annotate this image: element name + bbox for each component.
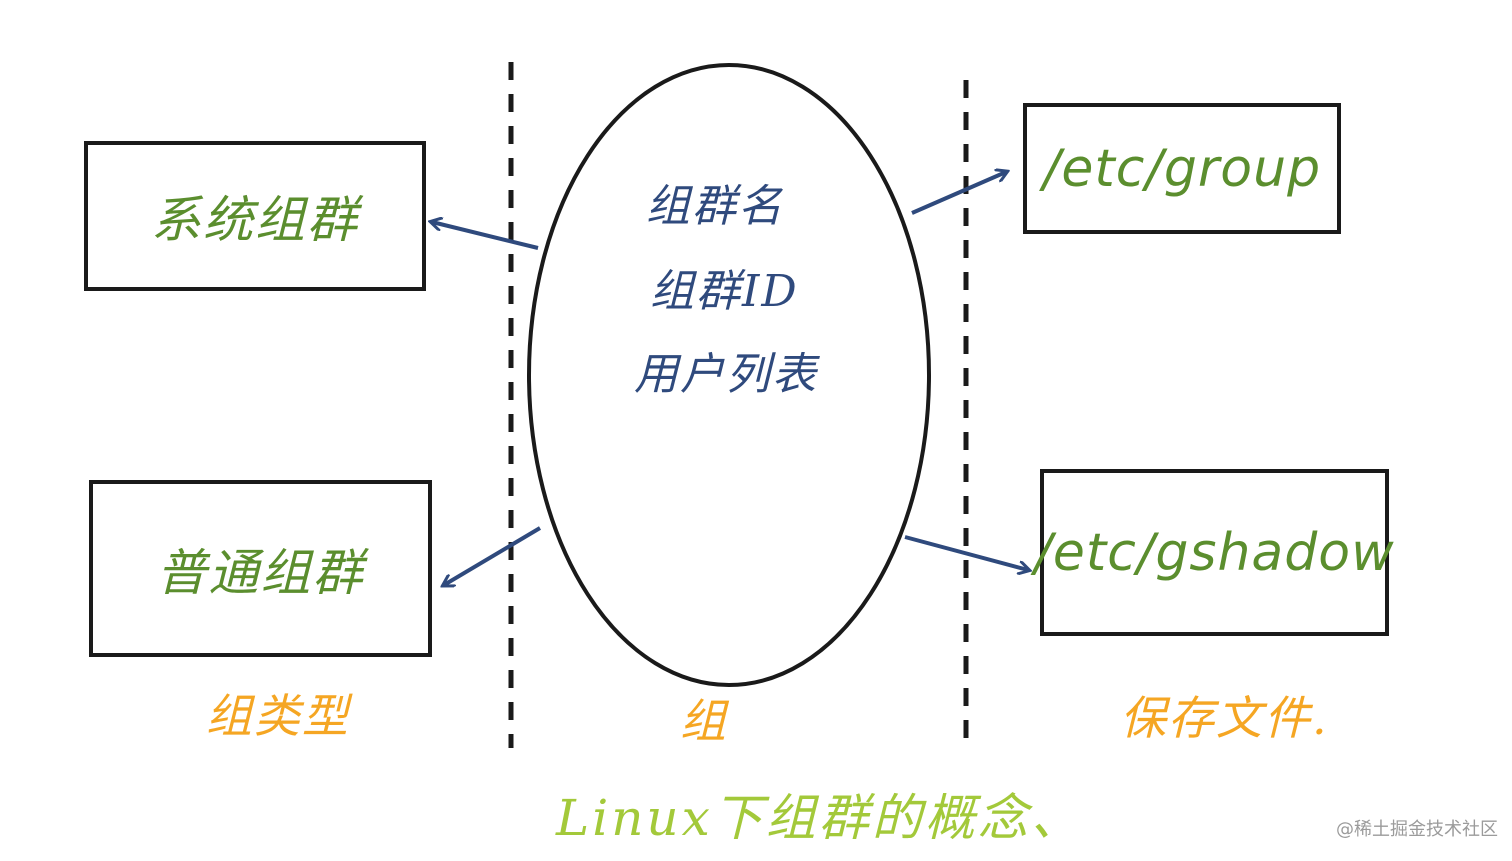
- arrow-to-etc-group: [911, 172, 1006, 215]
- system-group-box: 系统组群: [84, 141, 426, 291]
- etc-group-box: /etc/group: [1023, 103, 1341, 234]
- watermark-text: @稀土掘金技术社区: [1336, 819, 1498, 840]
- diagram-caption: Linux下组群的概念、: [556, 789, 1084, 847]
- etc-gshadow-label: /etc/gshadow: [1034, 522, 1395, 583]
- normal-group-box: 普通组群: [89, 480, 432, 657]
- etc-group-label: /etc/group: [1042, 138, 1322, 199]
- group-ellipse: [527, 63, 931, 687]
- arrow-to-etc-gshadow: [904, 535, 1028, 570]
- normal-group-label: 普通组群: [156, 543, 365, 602]
- etc-gshadow-box: /etc/gshadow: [1034, 469, 1394, 636]
- arrow-to-normal-group: [444, 526, 542, 585]
- arrow-to-system-group: [432, 222, 539, 250]
- system-group-label: 系统组群: [151, 191, 359, 249]
- group-id-item: 组群ID: [650, 266, 799, 317]
- group-label: 组: [680, 694, 728, 748]
- user-list-item: 用户列表: [634, 349, 818, 400]
- group-type-label: 组类型: [206, 689, 350, 743]
- saved-files-label: 保存文件.: [1120, 691, 1329, 745]
- group-name-item: 组群名: [646, 181, 784, 232]
